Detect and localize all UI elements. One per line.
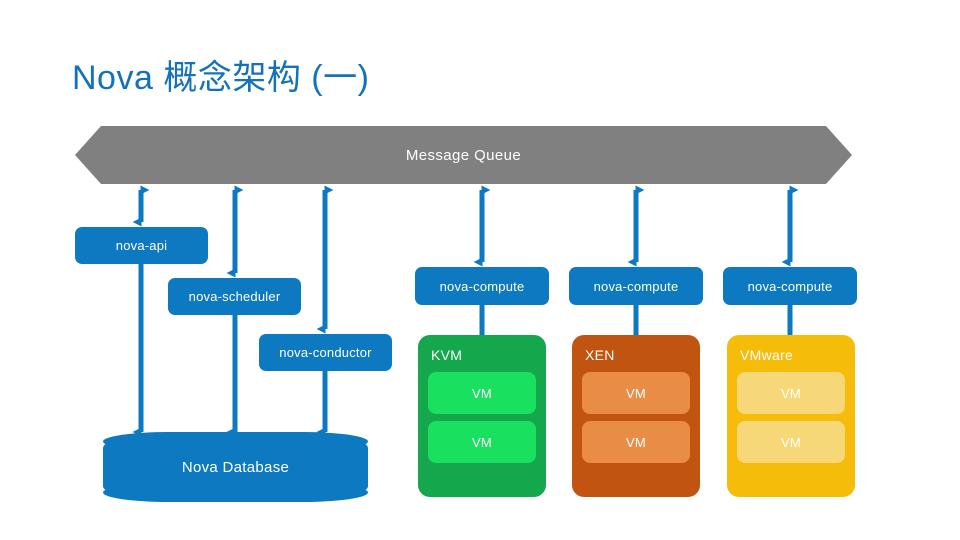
message-queue-banner[interactable]: Message Queue — [75, 126, 852, 184]
vm-box[interactable]: VM — [582, 421, 690, 463]
page-title: Nova 概念架构 (一) — [72, 59, 370, 97]
service-box-nova-api[interactable]: nova-api — [75, 227, 208, 264]
hypervisor-title-xen: XEN — [585, 347, 615, 363]
message-queue-label: Message Queue — [405, 146, 522, 164]
hypervisor-block-kvm[interactable]: KVM VM VM — [418, 335, 546, 497]
cylinder-top — [103, 432, 368, 451]
service-label-nova-scheduler: nova-scheduler — [188, 289, 281, 304]
service-label-nova-compute-2: nova-compute — [593, 278, 679, 294]
service-box-nova-compute-1[interactable]: nova-compute — [415, 267, 549, 305]
service-box-nova-compute-3[interactable]: nova-compute — [723, 267, 857, 305]
hypervisor-title-kvm: KVM — [431, 347, 463, 363]
service-box-nova-compute-2[interactable]: nova-compute — [569, 267, 703, 305]
hypervisor-title-vmware: VMware — [740, 347, 794, 363]
vm-box[interactable]: VM — [737, 372, 845, 414]
service-label-nova-api: nova-api — [115, 238, 168, 253]
vm-box[interactable]: VM — [582, 372, 690, 414]
vm-label: VM — [471, 385, 493, 401]
vm-box[interactable]: VM — [428, 372, 536, 414]
hypervisor-block-vmware[interactable]: VMware VM VM — [727, 335, 855, 497]
service-box-nova-conductor[interactable]: nova-conductor — [259, 334, 392, 371]
vm-box[interactable]: VM — [737, 421, 845, 463]
vm-label: VM — [625, 385, 647, 401]
database-cylinder[interactable]: Nova Database — [103, 432, 368, 502]
vm-label: VM — [471, 434, 493, 450]
service-label-nova-compute-3: nova-compute — [747, 278, 833, 294]
vm-box[interactable]: VM — [428, 421, 536, 463]
service-label-nova-conductor: nova-conductor — [279, 345, 372, 360]
vm-label: VM — [625, 434, 647, 450]
database-label: Nova Database — [181, 458, 290, 476]
vm-label: VM — [780, 385, 802, 401]
vm-label: VM — [780, 434, 802, 450]
service-box-nova-scheduler[interactable]: nova-scheduler — [168, 278, 301, 315]
hypervisor-block-xen[interactable]: XEN VM VM — [572, 335, 700, 497]
service-label-nova-compute-1: nova-compute — [439, 278, 525, 294]
